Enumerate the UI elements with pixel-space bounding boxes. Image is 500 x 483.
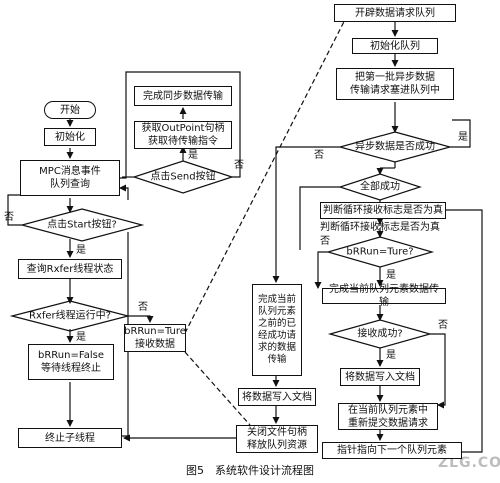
mpc-query-node: MPC消息事件 队列查询 [20,160,120,196]
label-yes-send: 是 [188,150,198,161]
label-no-send: 否 [234,160,244,171]
write-file-l-node: 将数据写入文档 [238,388,316,406]
label-yes-async: 是 [458,132,468,143]
close-file-node: 关闭文件句柄 释放队列资源 [236,425,318,453]
dec-brrun-text: bRRun=Ture? [346,246,414,258]
label-no-recv: 否 [438,320,448,331]
complete-cur-node: 完成当前队列元素数据传输 [322,284,446,308]
watermark: ZLG.COM [438,455,500,471]
push-async-node: 把第一批异步数据 传输请求塞进队列中 [336,68,454,100]
dec-async-text: 异步数据是否成功 [355,141,435,153]
open-queue-node: 开辟数据请求队列 [334,4,456,22]
dec-start-text: 点击Start按钮? [47,219,117,231]
diamond-dec-start [19,208,145,242]
judge-loop-node: 判断循环接收标志是否为真 [320,202,446,219]
dec-loop-node: 判断循环接收标志是否为真 [318,221,442,233]
init-node: 初始化 [44,128,96,146]
init-queue-node: 初始化队列 [352,38,438,54]
brrun-false-node: bRRun=False 等待线程终止 [28,344,114,380]
start-node: 开始 [44,101,96,119]
brrun-true-node: bRRun=Ture 接收数据 [124,324,186,352]
query-rxfer-node: 查询Rxfer线程状态 [18,259,122,279]
terminate-node: 终止子线程 [18,428,122,448]
next-elem-node: 指针指向下一个队列元素 [322,442,462,459]
label-yes-brrun: 是 [386,270,396,281]
dec-recv-text: 接收成功? [357,328,403,340]
dec-send-text: 点击Send按钮 [150,171,216,183]
diamond-dec-send [132,160,234,194]
label-no-async: 否 [314,150,324,161]
dec-rxfer-text: Rxfer线程运行中? [29,310,111,322]
figure-caption: 图5 系统软件设计流程图 [186,464,314,477]
dec-all-text: 全部成功 [360,181,400,193]
get-outpoint-node: 获取OutPoint句柄 获取待传输指令 [134,121,232,149]
write-file-r-node: 将数据写入文档 [340,368,420,386]
complete-prev-text: 完成当前队列元素之前的已经成功请求的数据传输 [257,294,296,365]
sync-done-node: 完成同步数据传输 [134,86,232,106]
label-yes-rxfer: 是 [76,332,86,343]
label-no-brrun: 否 [320,236,330,247]
label-yes-recv: 是 [386,350,396,361]
complete-prev-node: 完成当前队列元素之前的已经成功请求的数据传输 [252,284,302,376]
label-yes-start: 是 [76,245,86,256]
label-no-rxfer: 否 [138,302,148,313]
resubmit-node: 在当前队列元素中 重新提交数据请求 [338,403,438,430]
label-no-start: 否 [4,212,14,223]
